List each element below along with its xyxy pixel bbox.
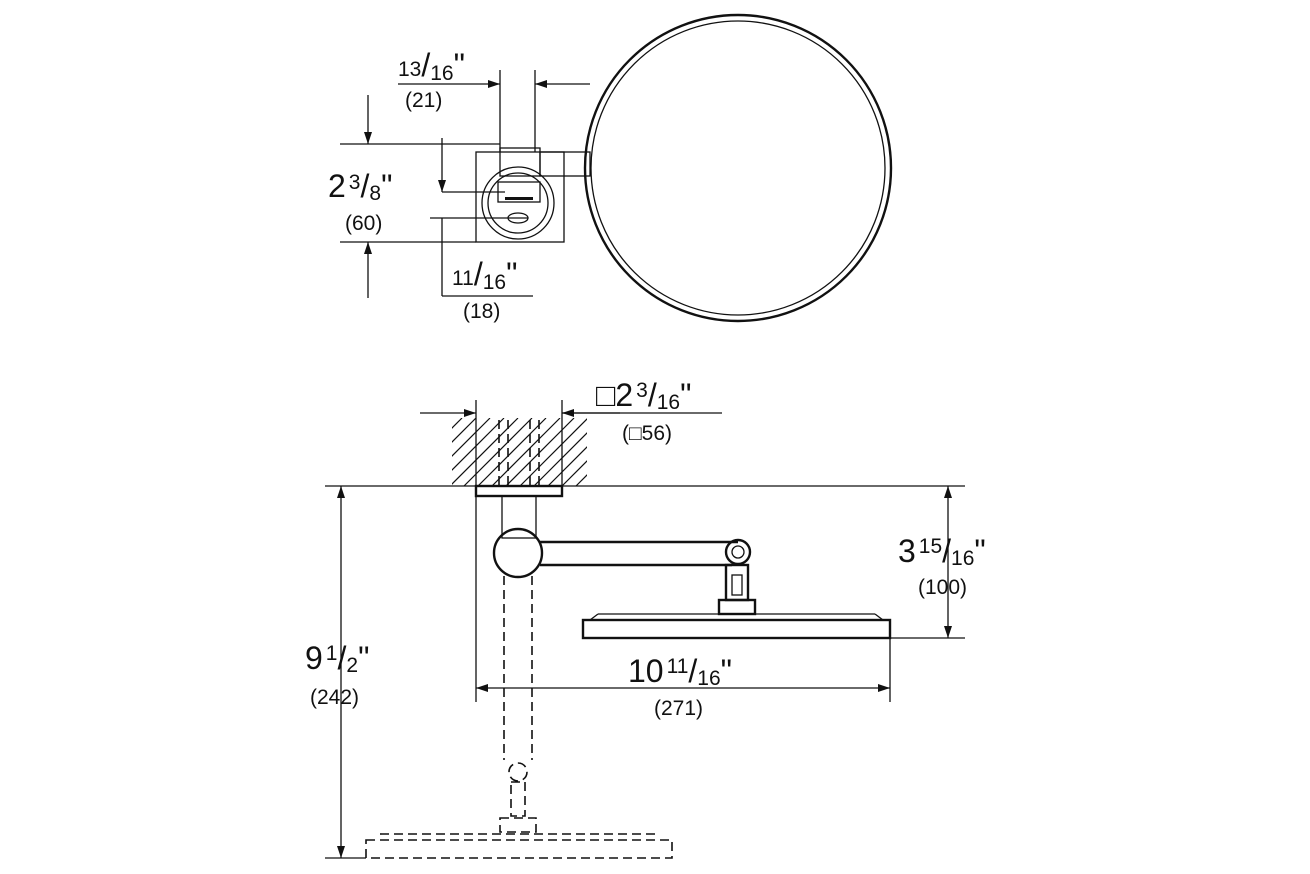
hatch-line — [519, 418, 587, 486]
wall-hatch — [380, 418, 587, 486]
mirror-outer — [583, 13, 893, 323]
mirror-inner — [590, 20, 886, 316]
knuckle — [492, 527, 544, 579]
dim-offset: 11/16" — [452, 256, 517, 294]
arm-joint — [724, 538, 752, 566]
hatch-line — [463, 418, 533, 486]
hatch-line — [452, 418, 519, 485]
mirror-side — [581, 618, 892, 640]
hatch-line — [505, 418, 575, 486]
swivel-ring-inner — [487, 172, 549, 234]
hatch-line — [547, 446, 587, 486]
logo-text — [505, 197, 533, 200]
hatch-line — [452, 418, 505, 471]
dim-mirror-depth-mm: (100) — [918, 576, 967, 599]
dim-projection-mm: (271) — [654, 697, 703, 720]
hatch-line — [380, 418, 448, 486]
hatch-line — [533, 432, 587, 486]
hatch-line — [477, 418, 547, 486]
wall-plate — [475, 151, 565, 243]
hatch-line — [561, 460, 587, 486]
wall-plate-inner — [499, 147, 541, 177]
top-view — [340, 13, 893, 323]
dim-arm-width: 13/16" — [398, 47, 465, 85]
stem — [501, 495, 537, 539]
dim-plate-square-mm: (□56) — [622, 422, 672, 445]
hatch-line — [452, 418, 477, 443]
dim-offset-mm: (18) — [463, 300, 500, 323]
dim-plate-height-mm: (60) — [345, 212, 382, 235]
hatch-line — [452, 418, 491, 457]
dim-arm-width-mm: (21) — [405, 89, 442, 112]
arm — [539, 151, 591, 177]
side-view — [325, 400, 965, 859]
hatch-line — [491, 418, 561, 486]
swivel-ring-outer — [481, 166, 555, 240]
hatch-line — [452, 418, 463, 429]
side-wall-plate — [474, 484, 564, 498]
dim-total-height-mm: (242) — [310, 686, 359, 709]
